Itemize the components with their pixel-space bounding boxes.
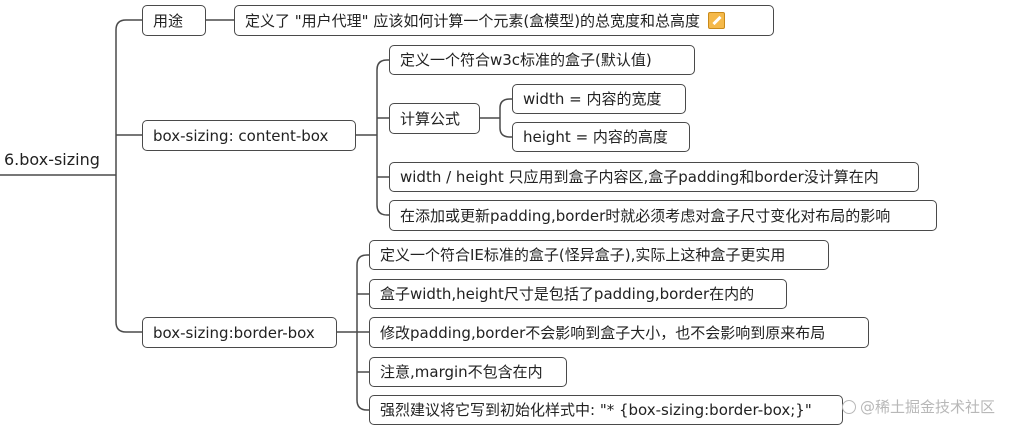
node-purpose-desc: 定义了 "用户代理" 应该如何计算一个元素(盒模型)的总宽度和总高度 bbox=[234, 5, 774, 36]
node-border-box-layout: 修改padding,border不会影响到盒子大小，也不会影响到原来布局 bbox=[369, 317, 869, 348]
node-formula-width: width = 内容的宽度 bbox=[512, 84, 686, 114]
node-text: 定义一个符合w3c标准的盒子(默认值) bbox=[400, 51, 652, 69]
node-border-box: box-sizing:border-box bbox=[142, 317, 337, 348]
node-text: 定义一个符合IE标准的盒子(怪异盒子),实际上这种盒子更实用 bbox=[380, 246, 786, 264]
node-border-box-margin: 注意,margin不包含在内 bbox=[369, 357, 567, 387]
node-text: 注意,margin不包含在内 bbox=[380, 363, 543, 381]
node-text: 盒子width,height尺寸是包括了padding,border在内的 bbox=[380, 285, 755, 303]
node-content-box-layout: 在添加或更新padding,border时就必须考虑对盒子尺寸变化对布局的影响 bbox=[389, 200, 937, 231]
root-node: 6.box-sizing bbox=[4, 149, 100, 171]
node-text: height = 内容的高度 bbox=[523, 128, 668, 146]
root-label: 6.box-sizing bbox=[4, 150, 100, 169]
node-border-box-label: box-sizing:border-box bbox=[153, 323, 315, 342]
node-content-box-scope: width / height 只应用到盒子内容区,盒子padding和borde… bbox=[389, 162, 919, 192]
node-border-box-size: 盒子width,height尺寸是包括了padding,border在内的 bbox=[369, 279, 787, 309]
node-formula-label: 计算公式 bbox=[400, 109, 461, 128]
node-formula-height: height = 内容的高度 bbox=[512, 122, 690, 152]
node-purpose-label: 用途 bbox=[153, 11, 184, 30]
node-text: width = 内容的宽度 bbox=[523, 90, 662, 108]
watermark-text: @稀土掘金技术社区 bbox=[859, 398, 995, 416]
node-formula: 计算公式 bbox=[389, 103, 480, 134]
node-text: 在添加或更新padding,border时就必须考虑对盒子尺寸变化对布局的影响 bbox=[400, 206, 891, 225]
watermark: @稀土掘金技术社区 bbox=[841, 396, 995, 417]
node-purpose-desc-text: 定义了 "用户代理" 应该如何计算一个元素(盒模型)的总宽度和总高度 bbox=[245, 11, 701, 30]
node-border-box-advice: 强烈建议将它写到初始化样式中: "* {box-sizing:border-bo… bbox=[369, 395, 843, 425]
edit-note-icon bbox=[708, 12, 726, 29]
node-content-box-standard: 定义一个符合w3c标准的盒子(默认值) bbox=[389, 45, 695, 75]
node-content-box-label: box-sizing: content-box bbox=[153, 126, 329, 145]
node-text: width / height 只应用到盒子内容区,盒子padding和borde… bbox=[400, 168, 879, 186]
node-purpose: 用途 bbox=[142, 5, 206, 36]
node-text: 修改padding,border不会影响到盒子大小，也不会影响到原来布局 bbox=[380, 323, 826, 342]
node-border-box-ie: 定义一个符合IE标准的盒子(怪异盒子),实际上这种盒子更实用 bbox=[369, 240, 829, 270]
node-content-box: box-sizing: content-box bbox=[142, 120, 356, 151]
watermark-logo-icon bbox=[841, 399, 856, 414]
node-text: 强烈建议将它写到初始化样式中: "* {box-sizing:border-bo… bbox=[380, 401, 812, 419]
